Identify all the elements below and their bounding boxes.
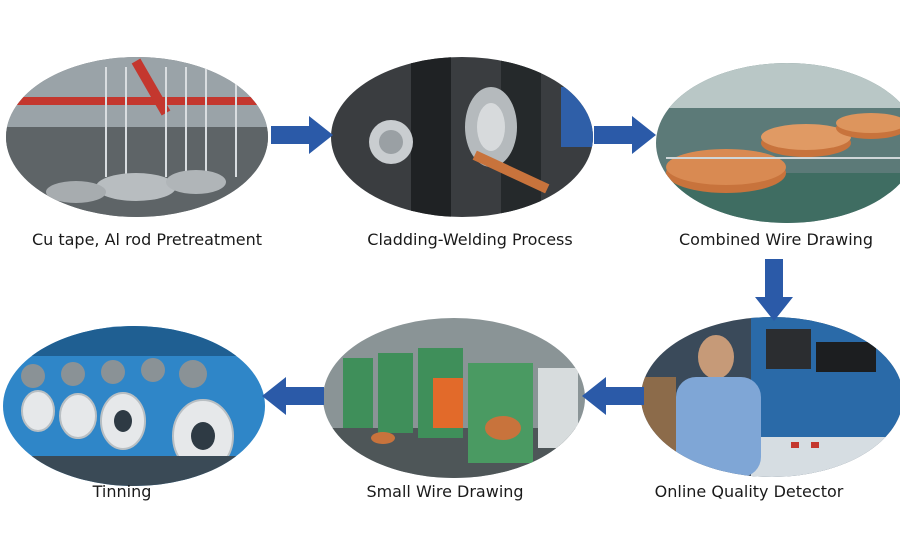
welding-machine-photo [331,57,593,217]
copper-coils-photo [656,63,900,223]
arrow-left-icon [262,377,324,415]
arrow-right-icon [271,116,333,154]
arrow-down-icon [755,259,793,321]
drawing-machines-photo [323,318,585,478]
step-label-small-wire-drawing: Small Wire Drawing [366,482,524,501]
arrow-right-icon [594,116,656,154]
step-label-tinning: Tinning [92,482,152,501]
step-label-combined-wire-drawing: Combined Wire Drawing [679,230,873,249]
step-label-cladding-welding: Cladding-Welding Process [367,230,573,249]
factory-floor-photo [6,57,268,217]
operator-console-photo [641,317,900,477]
step-label-pretreatment: Cu tape, Al rod Pretreatment [31,230,263,249]
arrow-left-icon [582,377,644,415]
tinning-spools-photo [3,326,265,486]
step-label-online-quality-detector: Online Quality Detector [654,482,844,501]
